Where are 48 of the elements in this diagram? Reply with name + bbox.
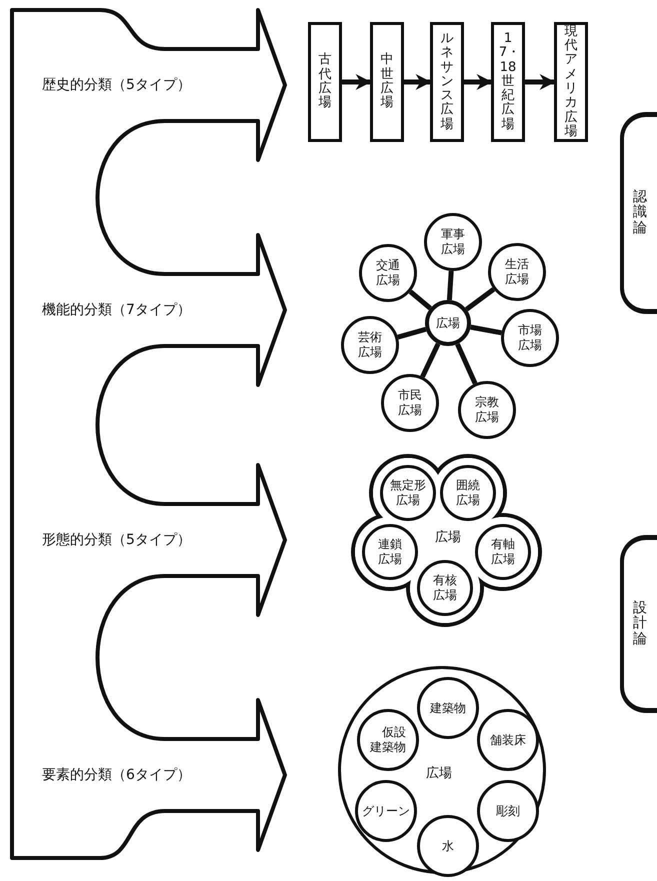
spoke-line: [397, 326, 427, 340]
node-label: 軍事広場: [440, 227, 466, 257]
category-label: 形態的分類（5タイプ）: [42, 531, 191, 550]
node-label: グリーン: [361, 804, 411, 818]
vertical-box: [491, 22, 525, 142]
vertical-label: ルネサンス広場: [440, 32, 454, 132]
bracket-box: [620, 112, 657, 314]
spoke-line: [446, 270, 454, 300]
vertical-label: 認識論: [632, 190, 648, 236]
bracket-box: [620, 535, 657, 713]
spoke-line: [408, 290, 432, 310]
vertical-box: [554, 22, 588, 142]
vertical-label: 中世広場: [380, 53, 394, 111]
arrow: [404, 74, 432, 90]
arrow: [342, 74, 372, 90]
node-label: 宗教広場: [474, 395, 500, 425]
category-label: 歴史的分類（5タイプ）: [42, 76, 191, 95]
node-label: 舗装床: [489, 732, 527, 748]
node-label: 広場: [435, 316, 461, 330]
node-label: 芸術広場: [357, 330, 383, 360]
category-label: 機能的分類（7タイプ）: [42, 301, 191, 320]
spoke-line: [465, 287, 496, 312]
vertical-label: 古代広場: [318, 53, 332, 111]
node-label: 彫刻: [495, 804, 521, 818]
vertical-label: 設計論: [632, 600, 648, 648]
node-label: 市場広場: [517, 323, 543, 353]
center-label: 広場: [426, 765, 452, 783]
vertical-box: [430, 22, 464, 142]
node-label: 連鎖広場: [377, 537, 403, 567]
node-label: 有軸広場: [490, 537, 516, 567]
node-label: 交通広場: [375, 258, 401, 288]
spoke-line: [470, 324, 502, 336]
vertical-label: 現代アメリカ広場: [564, 24, 578, 140]
node-label: 生活広場: [504, 257, 530, 287]
vertical-box: [308, 22, 342, 142]
node-label: 市民広場: [397, 388, 423, 418]
center-label: 広場: [435, 529, 461, 547]
node-label: 囲繞広場: [455, 478, 481, 508]
vertical-label: 17・18世紀広場: [498, 32, 518, 132]
node-label: 水: [441, 838, 455, 854]
arrow: [525, 74, 556, 90]
category-label: 要素的分類（6タイプ）: [42, 766, 191, 785]
node-label: 仮設建築物: [369, 725, 407, 755]
arrow: [464, 74, 493, 90]
node-label: 無定形広場: [389, 478, 427, 508]
vertical-box: [370, 22, 404, 142]
node-label: 建築物: [429, 700, 467, 716]
node-label: 有核広場: [432, 573, 458, 603]
